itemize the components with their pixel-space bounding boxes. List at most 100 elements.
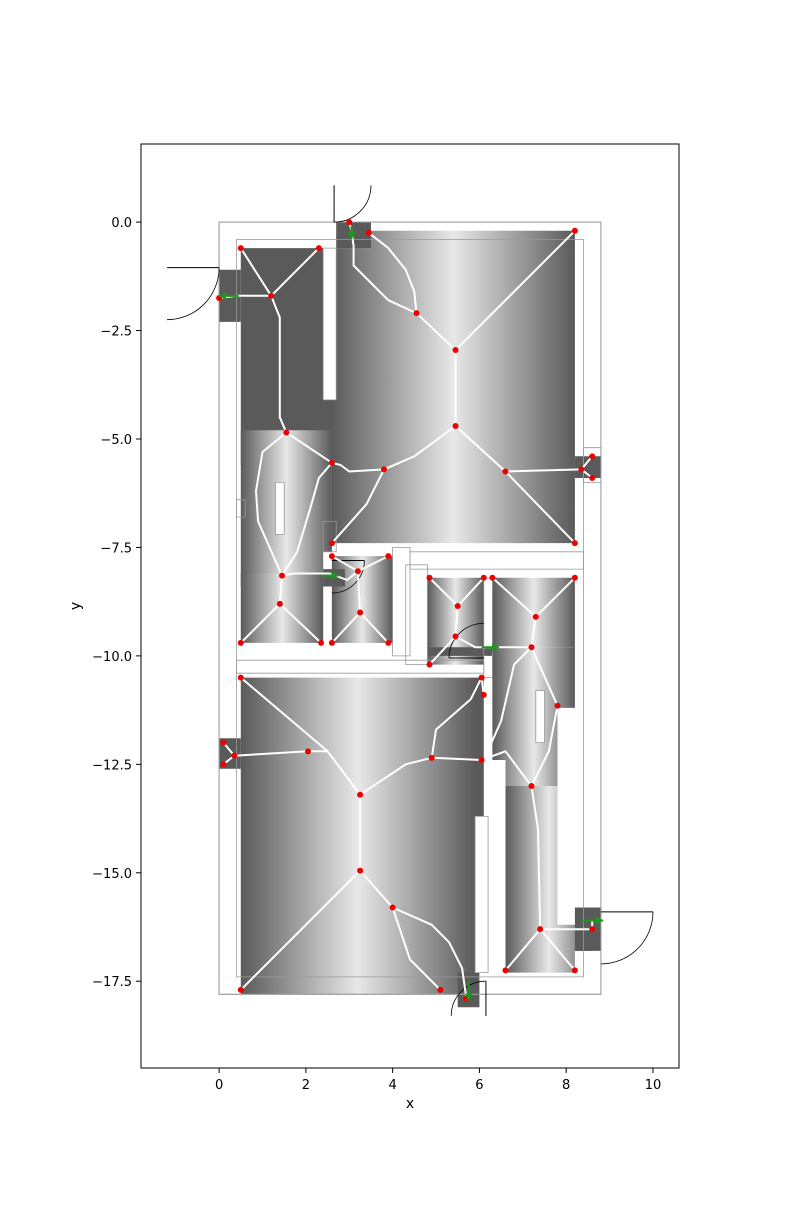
y-tick-label-3: −7.5 — [100, 541, 132, 556]
wall-6 — [409, 551, 584, 570]
graph-node-11 — [283, 429, 290, 436]
graph-node-1 — [346, 219, 353, 226]
skeleton-edge-24 — [530, 705, 559, 787]
graph-node-21 — [328, 553, 335, 560]
graph-node-30 — [426, 574, 433, 581]
y-tick-label-5: −12.5 — [92, 758, 132, 773]
graph-node-56 — [571, 967, 578, 974]
door-arrow-3 — [581, 916, 604, 925]
graph-node-25 — [237, 639, 244, 646]
graph-node-14 — [502, 468, 509, 475]
graph-node-43 — [220, 739, 227, 746]
skeleton-edge-12 — [281, 462, 333, 577]
graph-node-38 — [426, 661, 433, 668]
axes-frame — [140, 143, 680, 1069]
skeleton-edge-32 — [391, 907, 442, 991]
graph-node-2 — [365, 229, 372, 236]
graph-node-54 — [589, 926, 596, 933]
door-arrow-5 — [321, 571, 339, 580]
graph-node-26 — [318, 639, 325, 646]
graph-node-47 — [428, 754, 435, 761]
wall-11 — [322, 521, 337, 553]
graph-node-28 — [357, 609, 364, 616]
graph-node-36 — [452, 633, 459, 640]
y-tick-label-1: −2.5 — [100, 325, 132, 340]
skeleton-edge-31 — [359, 869, 468, 999]
wall-9 — [474, 816, 489, 973]
graph-node-45 — [220, 761, 227, 768]
doorway-7 — [427, 647, 493, 656]
skeleton-edge-17 — [359, 611, 390, 644]
graph-node-39 — [478, 674, 485, 681]
nodes-layer — [216, 219, 596, 1002]
skeleton-edge-2 — [368, 232, 418, 314]
rooms-layer — [219, 222, 601, 1008]
wall-2 — [236, 238, 584, 978]
room-5 — [427, 577, 484, 665]
room-4 — [331, 556, 393, 643]
graph-node-53 — [537, 926, 544, 933]
graph-node-46 — [305, 748, 312, 755]
graph-node-5 — [315, 245, 322, 252]
door-arc-5 — [331, 560, 365, 594]
graph-node-52 — [389, 904, 396, 911]
x-tick-label-2: 4 — [389, 1078, 397, 1093]
graph-node-41 — [237, 674, 244, 681]
y-tick-label-7: −17.5 — [92, 975, 132, 990]
graph-node-34 — [454, 603, 461, 609]
graph-node-40 — [480, 691, 487, 698]
graph-node-27 — [328, 639, 335, 646]
graph-node-51 — [357, 867, 364, 874]
skeleton-edge-34 — [539, 928, 576, 972]
graph-node-32 — [489, 574, 496, 581]
graph-node-50 — [357, 791, 364, 798]
y-axis-label: y — [68, 602, 84, 610]
graph-node-44 — [231, 752, 238, 759]
graph-node-58 — [437, 986, 444, 993]
x-tick-label-3: 6 — [475, 1078, 483, 1093]
y-axis-ticks: 0.0−2.5−5.0−7.5−10.0−12.5−15.0−17.5 — [92, 216, 141, 990]
graph-node-49 — [528, 783, 535, 790]
y-tick-label-6: −15.0 — [92, 867, 132, 882]
skeleton-edge-3 — [454, 230, 576, 351]
skeleton-edge-14 — [279, 603, 322, 644]
door-arrow-6 — [481, 643, 499, 652]
graph-node-16 — [589, 453, 596, 460]
graph-node-9 — [452, 347, 459, 354]
x-tick-label-1: 2 — [302, 1078, 310, 1093]
graph-node-3 — [571, 227, 578, 234]
graph-node-15 — [578, 466, 585, 473]
graph-node-55 — [502, 967, 509, 974]
obstacle-1 — [275, 481, 285, 535]
skeleton-edge-9 — [270, 247, 320, 297]
door-arc-1 — [334, 185, 372, 223]
door-arc-3 — [600, 911, 654, 965]
door-arc-6 — [448, 622, 484, 659]
doorway-3 — [574, 456, 601, 478]
graph-node-24 — [276, 600, 283, 607]
room-7 — [492, 647, 575, 786]
skeleton-edge-11 — [255, 431, 389, 581]
room-9 — [505, 786, 593, 973]
graph-node-37 — [528, 644, 535, 651]
graph-node-12 — [328, 459, 335, 466]
graph-node-48 — [478, 757, 485, 763]
graph-node-23 — [354, 568, 361, 575]
graph-node-6 — [268, 292, 275, 299]
door-arc-4 — [450, 980, 486, 1016]
graph-node-17 — [589, 475, 596, 482]
room-8 — [240, 677, 484, 995]
graph-node-31 — [480, 574, 487, 581]
graph-node-19 — [571, 540, 578, 547]
room-1 — [240, 230, 575, 544]
graph-node-57 — [237, 986, 244, 993]
wall-5 — [392, 547, 411, 657]
graph-node-4 — [237, 245, 244, 252]
x-tick-label-4: 8 — [562, 1078, 570, 1093]
graph-node-35 — [532, 613, 539, 620]
wall-3 — [322, 247, 337, 401]
wall-7 — [405, 564, 428, 665]
